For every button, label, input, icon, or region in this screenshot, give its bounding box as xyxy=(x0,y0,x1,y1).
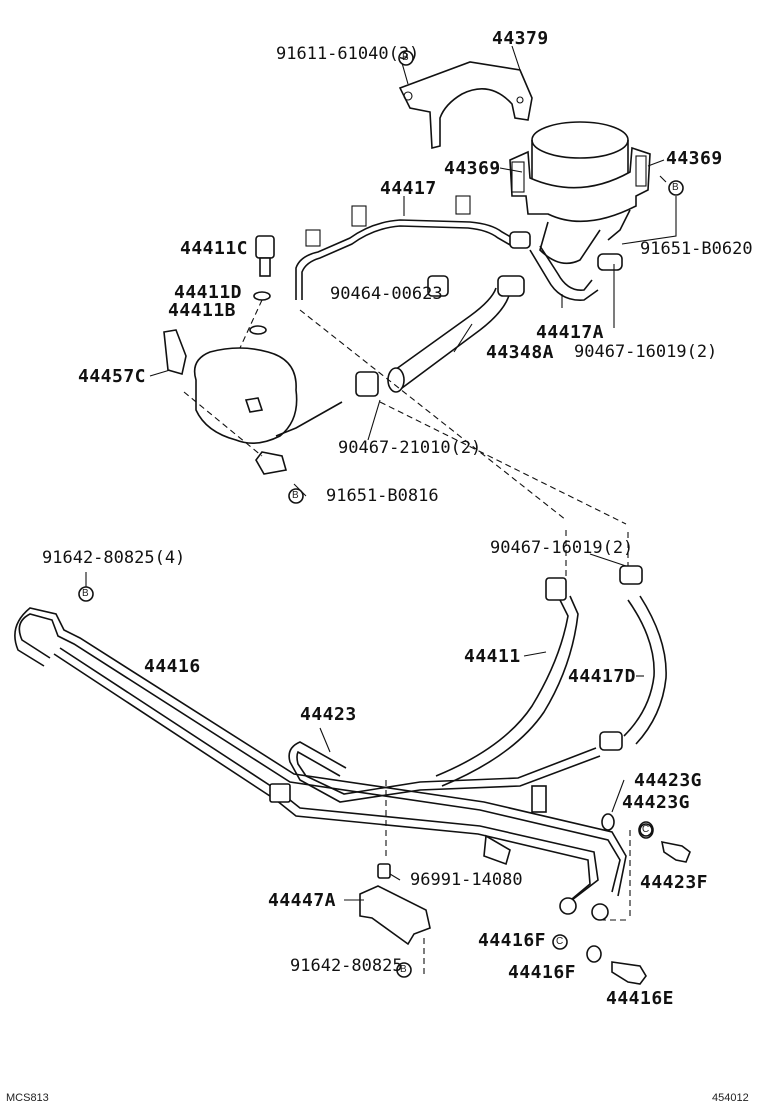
power-steering-pump xyxy=(163,329,343,475)
pipe-44417 xyxy=(295,195,531,300)
label-44411d: 44411D xyxy=(174,282,243,303)
fitting-44411c xyxy=(255,235,275,277)
label-44416f-2: 44416F xyxy=(508,962,577,983)
label-44379: 44379 xyxy=(492,28,549,49)
label-90467-21010: 90467-21010(2) xyxy=(338,438,482,458)
label-91651-b0816: 91651-B0816 xyxy=(326,486,439,506)
label-44417a: 44417A xyxy=(536,322,605,343)
label-91611-61040: 91611-61040(3) xyxy=(276,44,420,64)
label-91651-b0620: 91651-B0620 xyxy=(640,239,753,259)
label-44416e: 44416E xyxy=(606,988,675,1009)
label-44457c: 44457C xyxy=(78,366,147,387)
label-44348a: 44348A xyxy=(486,342,555,363)
label-91642-80825-4: 91642-80825(4) xyxy=(42,548,186,568)
marker-c-44423g: C xyxy=(642,824,650,835)
marker-b-91651a: B xyxy=(672,182,679,193)
label-44417: 44417 xyxy=(380,178,437,199)
label-44369-left: 44369 xyxy=(444,158,501,179)
marker-b-91642b: B xyxy=(400,964,407,975)
marker-c-44416f: C xyxy=(556,936,564,947)
label-44423g-2: 44423G xyxy=(622,792,691,813)
corner-code-left: MCS813 xyxy=(6,1092,49,1104)
label-90464-00623: 90464-00623 xyxy=(330,284,443,304)
label-44447a: 44447A xyxy=(268,890,337,911)
bracket-44379 xyxy=(398,61,533,150)
label-90467-16019-top: 90467-16019(2) xyxy=(574,342,718,362)
label-44423: 44423 xyxy=(300,704,357,725)
label-96991-14080: 96991-14080 xyxy=(410,870,523,890)
label-90467-16019-mid: 90467-16019(2) xyxy=(490,538,634,558)
label-44416: 44416 xyxy=(144,656,201,677)
label-44417d: 44417D xyxy=(568,666,637,687)
label-44369-right: 44369 xyxy=(666,148,723,169)
label-44411c: 44411C xyxy=(180,238,249,259)
hose-44417a xyxy=(529,209,631,301)
label-91642-80825: 91642-80825 xyxy=(290,956,403,976)
hose-44348a xyxy=(355,275,525,397)
pipe-44423 xyxy=(288,741,601,803)
marker-b-91611: B xyxy=(402,52,409,63)
label-44416f-1: 44416F xyxy=(478,930,547,951)
label-44423g-1: 44423G xyxy=(634,770,703,791)
hose-44417d xyxy=(599,595,667,751)
reservoir-tank xyxy=(509,121,651,265)
corner-code-right: 454012 xyxy=(712,1092,749,1104)
marker-b-91651b: B xyxy=(292,490,299,501)
hose-44411 xyxy=(435,577,579,787)
label-44423f: 44423F xyxy=(640,872,709,893)
label-44411: 44411 xyxy=(464,646,521,667)
marker-b-91642a: B xyxy=(82,588,89,599)
label-44411b: 44411B xyxy=(168,300,237,321)
